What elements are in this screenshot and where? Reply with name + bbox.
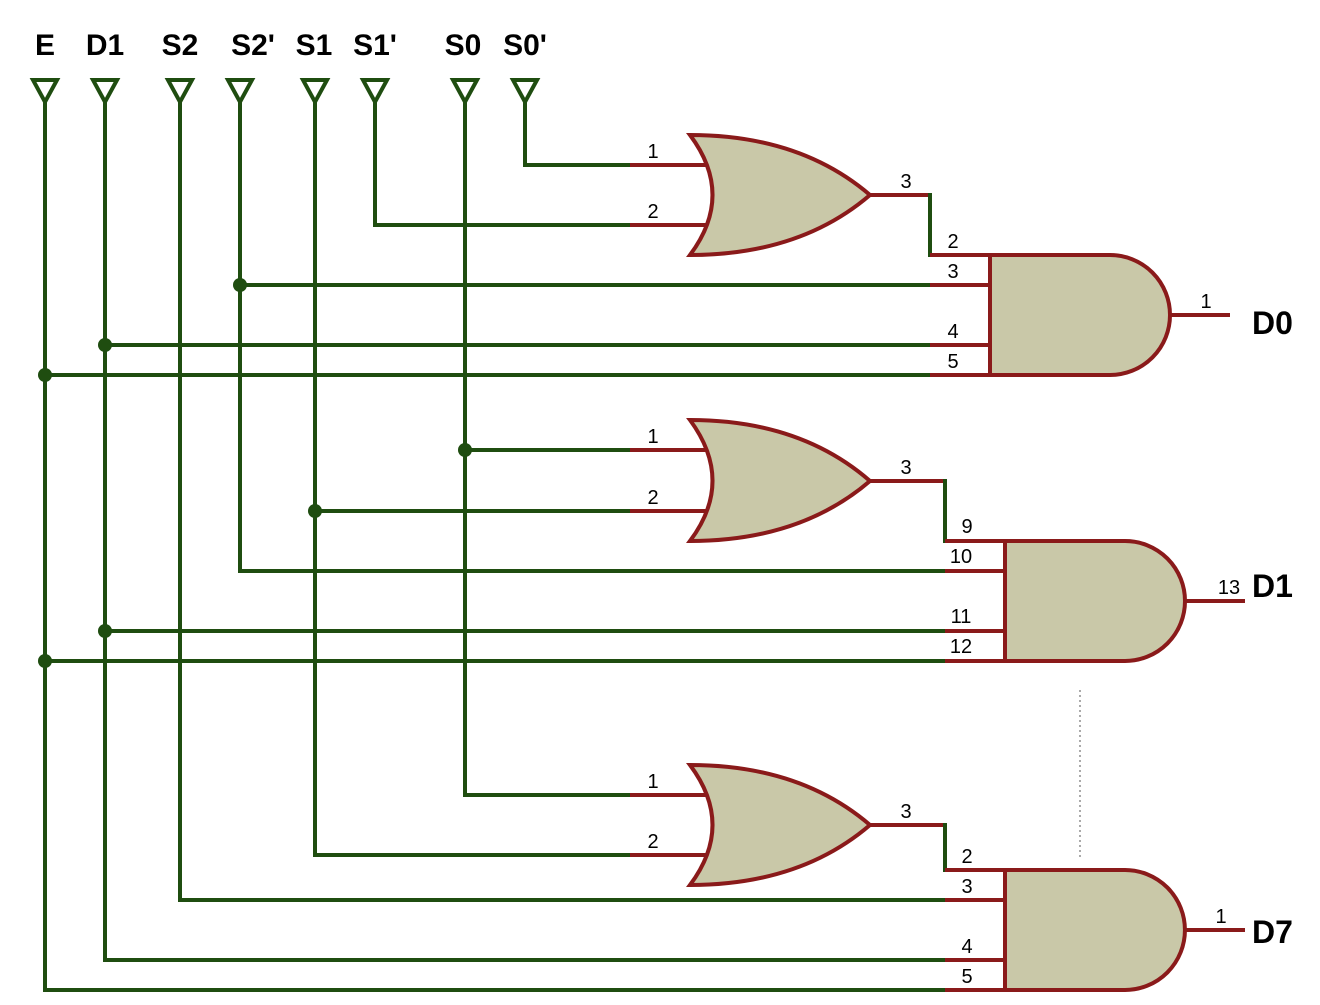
output-label-d1: D1 [1252, 568, 1293, 604]
and-gate-0 [988, 253, 1172, 377]
and7-pin-4-label: 4 [961, 936, 972, 958]
or-gate-7 [686, 762, 874, 888]
stage-d1: 1 2 3 9 10 11 12 13 D1 [43, 417, 1293, 663]
or0-pin-3-label: 3 [900, 171, 911, 193]
input-terminal-s2n[interactable] [224, 78, 256, 107]
input-terminals [29, 78, 541, 107]
and0-pin-3-label: 3 [947, 261, 958, 283]
and-gate-1 [1003, 539, 1187, 663]
junction-s2n-and0 [233, 278, 247, 292]
input-label-s2: S2 [162, 29, 199, 62]
or-gate-1 [686, 417, 874, 544]
junction-e-and0 [38, 368, 52, 382]
input-terminal-s2[interactable] [164, 78, 196, 107]
input-terminal-s0n[interactable] [509, 78, 541, 107]
input-label-s1n: S1' [353, 29, 397, 62]
junction-s1-or1 [308, 504, 322, 518]
and1-pin-12-label: 12 [950, 636, 972, 658]
and0-pin-4-label: 4 [947, 321, 958, 343]
or7-pin-3-label: 3 [900, 801, 911, 823]
and7-pin-3-label: 3 [961, 876, 972, 898]
or1-pin-3-label: 3 [900, 457, 911, 479]
and7-pin-out-label: 1 [1215, 906, 1226, 928]
input-label-s0: S0 [445, 29, 482, 62]
or-gate-0 [686, 132, 874, 258]
input-label-s2n: S2' [231, 29, 275, 62]
and-gate-7 [1003, 868, 1187, 992]
or0-pin-2-label: 2 [647, 201, 658, 223]
and0-pin-out-label: 1 [1200, 291, 1211, 313]
and0-pin-2-label: 2 [947, 231, 958, 253]
junction-d1-and1 [98, 624, 112, 638]
input-terminal-s0[interactable] [449, 78, 481, 107]
or1-pin-2-label: 2 [647, 487, 658, 509]
input-label-s1: S1 [296, 29, 333, 62]
input-terminal-e[interactable] [29, 78, 61, 107]
input-terminal-s1[interactable] [299, 78, 331, 107]
and7-pin-2-label: 2 [961, 846, 972, 868]
output-label-d7: D7 [1252, 914, 1293, 950]
and1-pin-9-label: 9 [961, 516, 972, 538]
stage-d0: 1 2 3 2 3 4 5 1 D0 [43, 132, 1293, 377]
or1-pin-1-label: 1 [647, 426, 658, 448]
or0-pin-1-label: 1 [647, 141, 658, 163]
or7-pin-2-label: 2 [647, 831, 658, 853]
stage-d7: 1 2 3 2 3 4 5 1 D7 [43, 762, 1293, 992]
output-label-d0: D0 [1252, 305, 1293, 341]
or7-pin-1-label: 1 [647, 771, 658, 793]
junction-d1-and0 [98, 338, 112, 352]
and1-pin-11-label: 11 [951, 606, 972, 628]
and1-pin-out-label: 13 [1218, 577, 1240, 599]
junction-e-and1 [38, 654, 52, 668]
and0-pin-5-label: 5 [947, 351, 958, 373]
input-label-e: E [35, 29, 55, 62]
input-terminal-s1n[interactable] [359, 78, 391, 107]
and7-pin-5-label: 5 [961, 966, 972, 988]
junction-s0-or1 [458, 443, 472, 457]
input-label-d1: D1 [86, 29, 124, 62]
input-terminal-d1[interactable] [89, 78, 121, 107]
junction-dots [38, 278, 472, 668]
input-label-s0n: S0' [503, 29, 547, 62]
and1-pin-10-label: 10 [950, 546, 972, 568]
